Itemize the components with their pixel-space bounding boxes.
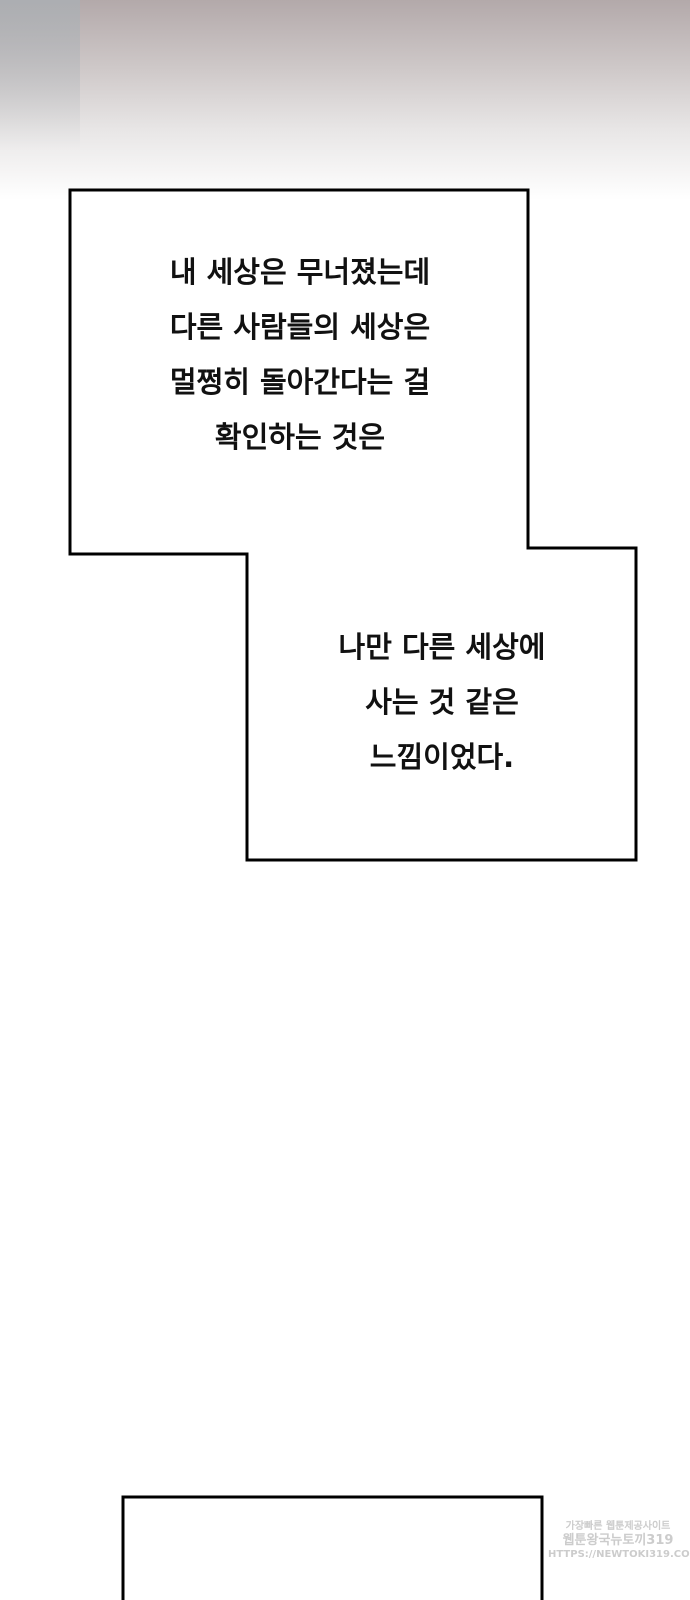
caption-line: 내 세상은 무너졌는데 bbox=[169, 255, 431, 289]
caption-line: 확인하는 것은 bbox=[214, 420, 386, 454]
caption-line: 다른 사람들의 세상은 bbox=[169, 310, 431, 344]
watermark-line: 가장빠른 웹툰제공사이트 bbox=[565, 1521, 671, 1532]
caption-line: 사는 것 같은 bbox=[365, 685, 519, 719]
caption-line: 나만 다른 세상에 bbox=[338, 630, 546, 664]
watermark-line: 웹툰왕국뉴토끼319 bbox=[562, 1533, 674, 1548]
watermark-line: HTTPS://NEWTOKI319.COM bbox=[548, 1549, 690, 1560]
caption-line: 멀쩡히 돌아간다는 걸 bbox=[169, 365, 431, 399]
next-panel-border bbox=[121, 1495, 544, 1600]
caption-box-outline bbox=[68, 188, 638, 862]
caption-text-1: 내 세상은 무너졌는데 다른 사람들의 세상은 멀쩡히 돌아간다는 걸 확인하는… bbox=[70, 245, 530, 465]
caption-text-2: 나만 다른 세상에 사는 것 같은 느낌이었다. bbox=[247, 620, 637, 785]
background-sky-gradient bbox=[0, 0, 690, 200]
watermark: 가장빠른 웹툰제공사이트 웹툰왕국뉴토끼319 HTTPS://NEWTOKI3… bbox=[548, 1520, 690, 1561]
caption-line: 느낌이었다. bbox=[369, 740, 515, 774]
